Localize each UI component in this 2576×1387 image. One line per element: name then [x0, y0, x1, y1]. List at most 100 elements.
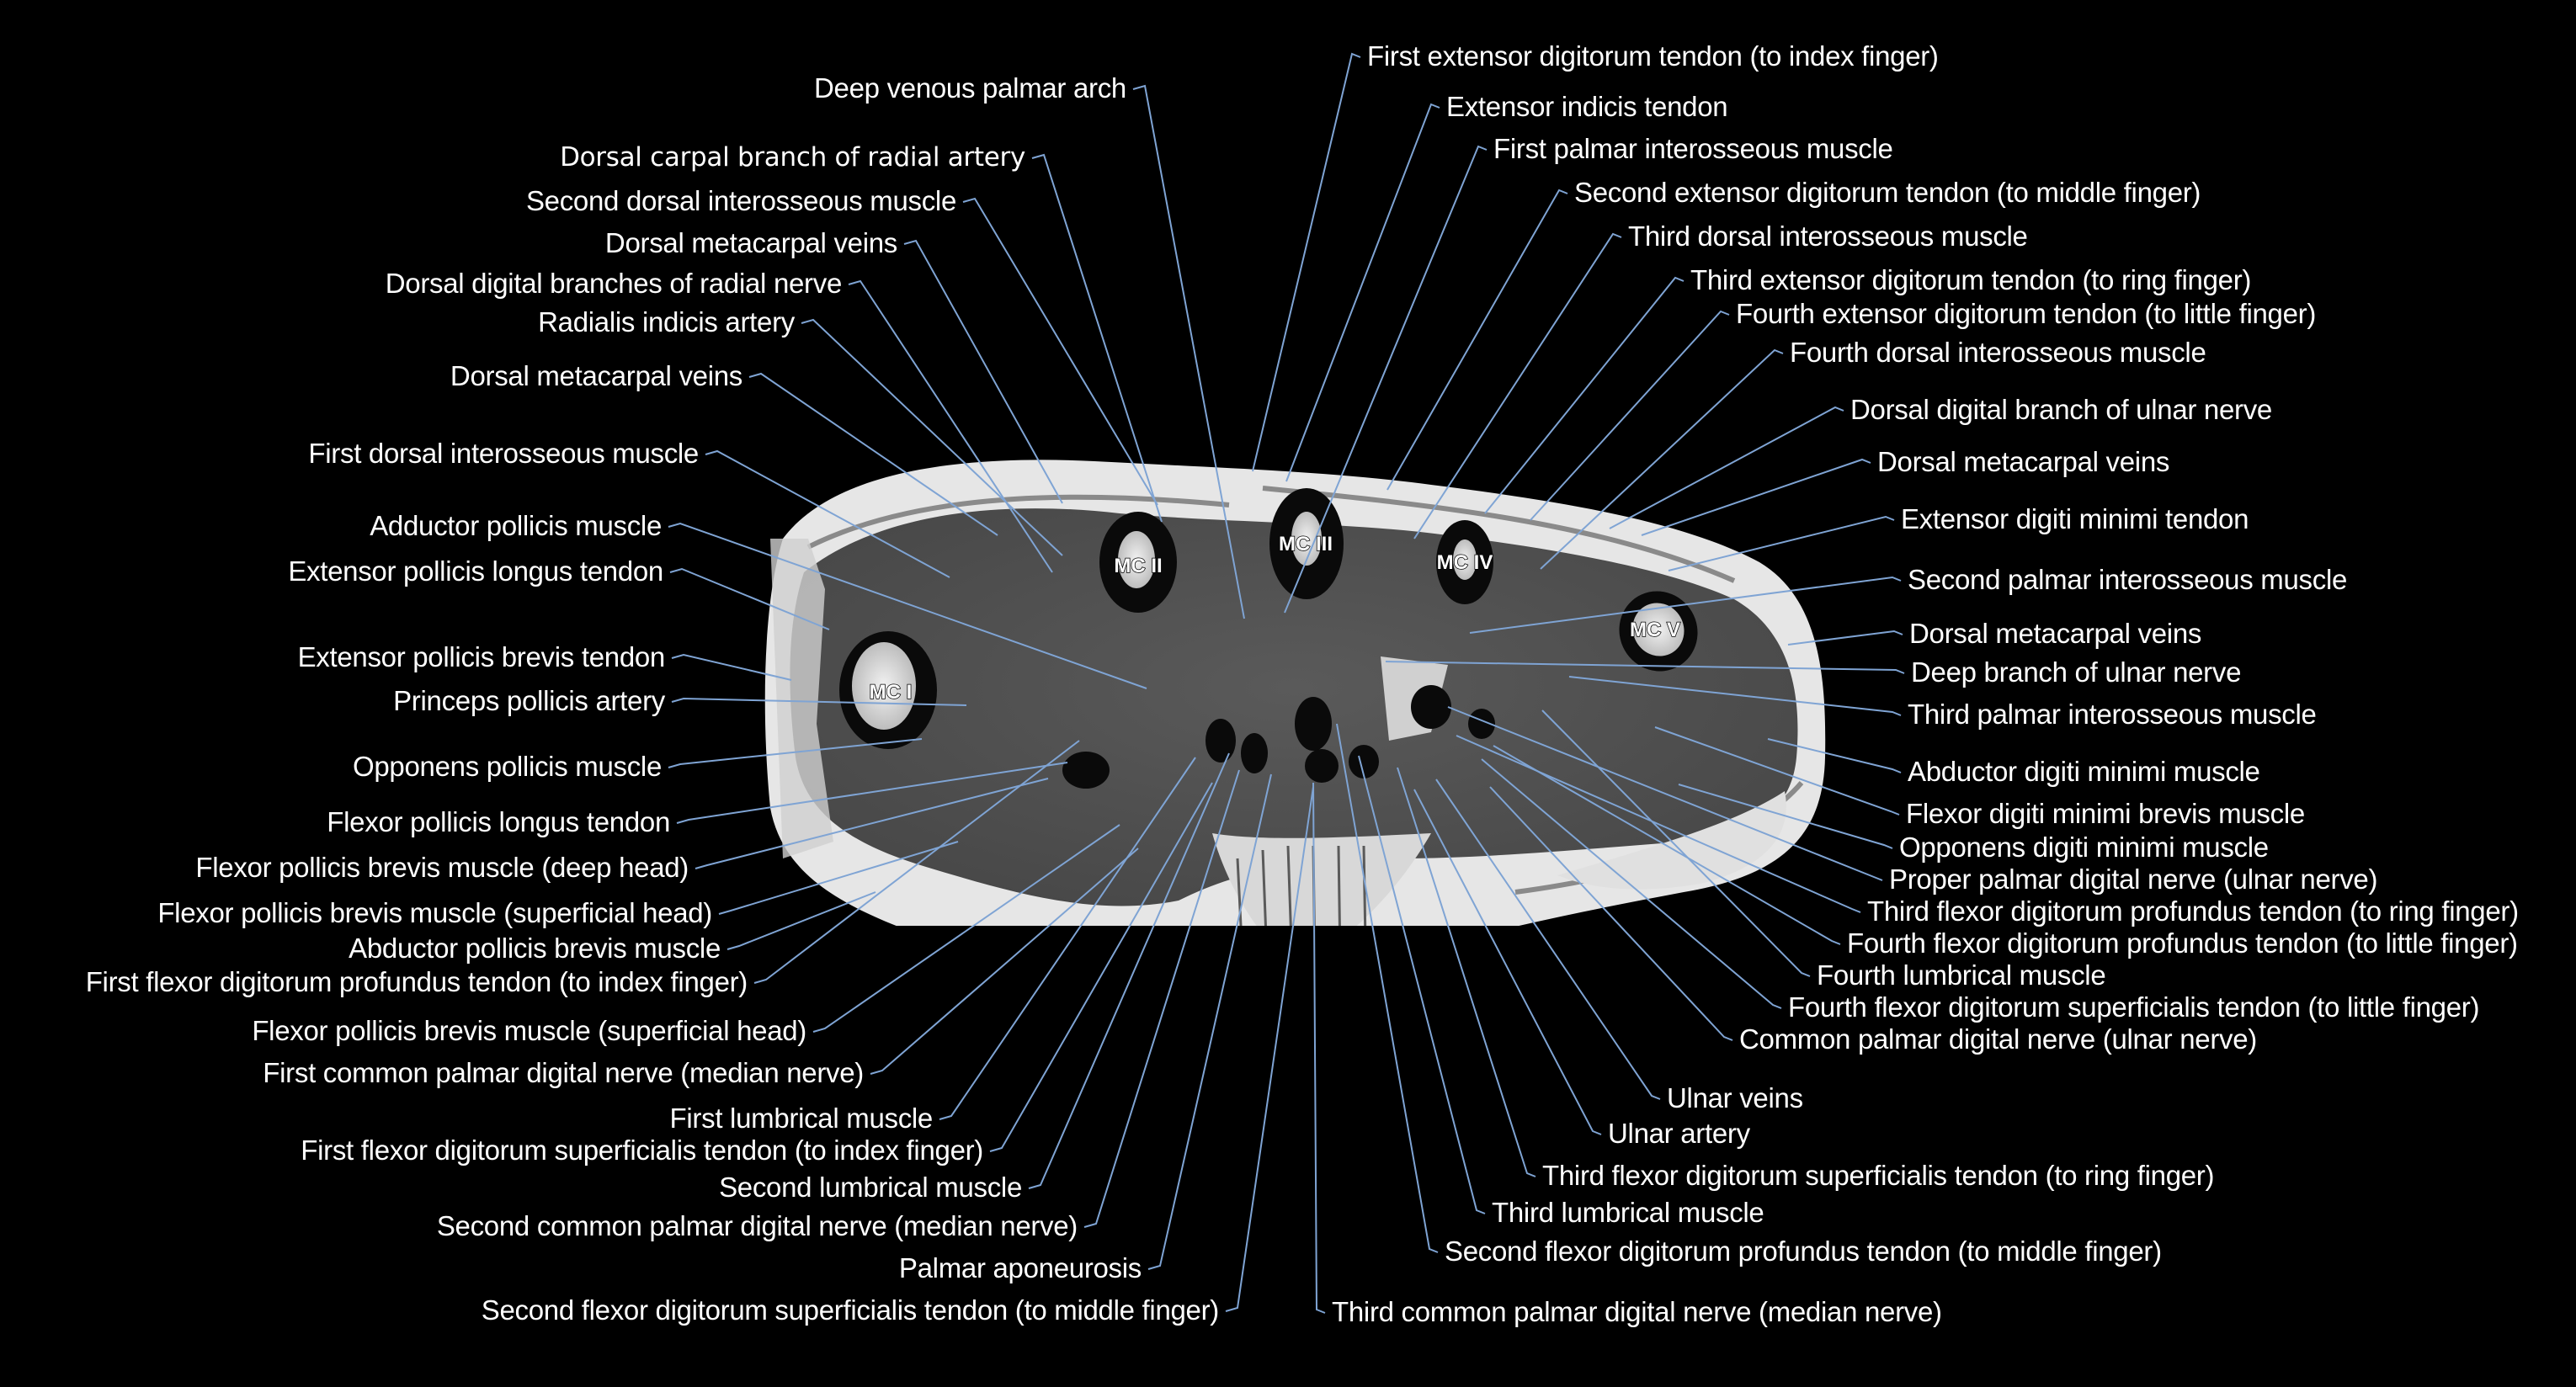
leader-line [705, 449, 950, 578]
label-third-lumbrical-muscle: Third lumbrical muscle [1492, 1197, 1764, 1228]
label-third-flexor-digitorum-superficialis-tendon: Third flexor digitorum superficialis ten… [1542, 1160, 2215, 1191]
label-dorsal-digital-branches-of-radial-nerve: Dorsal digital branches of radial nerve [385, 268, 843, 299]
leader-line [1530, 310, 1730, 521]
label-first-dorsal-interosseous-muscle: First dorsal interosseous muscle [308, 438, 699, 469]
leader-line [903, 239, 1063, 504]
label-abductor-digiti-minimi-muscle: Abductor digiti minimi muscle [1908, 756, 2260, 787]
bone-label-mc-v: MC V [1630, 619, 1680, 641]
label-palmar-aponeurosis: Palmar aponeurosis [898, 1252, 1142, 1283]
leader-line [1284, 145, 1488, 614]
leader-line [671, 653, 792, 681]
leader-line [668, 522, 1147, 689]
leader-line [1654, 726, 1900, 816]
label-dorsal-metacarpal-veins: Dorsal metacarpal veins [1877, 446, 2170, 477]
label-second-dorsal-interosseous-muscle: Second dorsal interosseous muscle [525, 185, 956, 216]
bone-label-mc-iii: MC III [1279, 533, 1333, 555]
label-first-lumbrical-muscle: First lumbrical muscle [669, 1103, 934, 1134]
leader-line [1252, 52, 1361, 472]
leader-line [1641, 458, 1871, 536]
label-flexor-pollicis-brevis-muscle: Flexor pollicis brevis muscle (superfici… [157, 897, 712, 928]
label-third-dorsal-interosseous-muscle: Third dorsal interosseous muscle [1628, 221, 2028, 252]
leader-line [1767, 738, 1902, 773]
leader-line [1678, 784, 1893, 849]
label-third-palmar-interosseous-muscle: Third palmar interosseous muscle [1908, 699, 2317, 730]
leader-line [848, 279, 1053, 573]
leader-line [669, 567, 830, 630]
label-princeps-pollicis-artery: Princeps pollicis artery [393, 685, 665, 716]
leader-line [1285, 103, 1440, 482]
leader-line [1028, 752, 1230, 1189]
label-first-common-palmar-digital-nerve: First common palmar digital nerve (media… [263, 1057, 864, 1088]
leader-line [1668, 515, 1895, 571]
metacarpal-bones [839, 488, 1698, 749]
bone-label-mc-i: MC I [870, 681, 913, 704]
label-proper-palmar-digital-nerve: Proper palmar digital nerve (ulnar nerve… [1889, 864, 2378, 895]
leader-line [801, 318, 1063, 556]
label-third-flexor-digitorum-profundus-tendon: Third flexor digitorum profundus tendon … [1867, 895, 2519, 927]
label-fourth-lumbrical-muscle: Fourth lumbrical muscle [1817, 959, 2106, 991]
leader-line [1336, 723, 1439, 1253]
leader-line [753, 740, 1080, 984]
label-extensor-indicis-tendon: Extensor indicis tendon [1446, 91, 1728, 122]
label-deep-venous-palmar-arch: Deep venous palmar arch [814, 72, 1126, 104]
label-extensor-digiti-minimi-tendon: Extensor digiti minimi tendon [1901, 503, 2249, 534]
bone-label-mc-ii: MC II [1114, 555, 1162, 577]
label-flexor-pollicis-brevis-muscle: Flexor pollicis brevis muscle (deep head… [195, 852, 689, 883]
hand-cross-section [764, 460, 1826, 926]
label-flexor-digiti-minimi-brevis-muscle: Flexor digiti minimi brevis muscle [1906, 798, 2305, 829]
leader-line [1386, 189, 1568, 491]
label-fourth-dorsal-interosseous-muscle: Fourth dorsal interosseous muscle [1790, 337, 2206, 368]
leader-line [1435, 779, 1661, 1100]
label-opponens-pollicis-muscle: Opponens pollicis muscle [353, 751, 662, 782]
label-ulnar-artery: Ulnar artery [1608, 1118, 1750, 1149]
leader-line [1541, 709, 1811, 977]
leader-line [718, 841, 959, 915]
leader-line [726, 891, 876, 950]
leader-line [989, 782, 1213, 1152]
leader-line [962, 197, 1158, 506]
leader-line [1787, 630, 1903, 646]
label-extensor-pollicis-longus-tendon: Extensor pollicis longus tendon [288, 555, 663, 587]
label-opponens-digiti-minimi-muscle: Opponens digiti minimi muscle [1899, 832, 2269, 863]
leader-line [1312, 782, 1326, 1314]
label-second-flexor-digitorum-superficialis-tendon: Second flexor digitorum superficialis te… [481, 1294, 1220, 1326]
leader-line [1358, 755, 1486, 1214]
label-abductor-pollicis-brevis-muscle: Abductor pollicis brevis muscle [349, 933, 721, 964]
flexor-tendons [1062, 685, 1495, 789]
leader-line [1413, 232, 1622, 539]
leader-line [695, 778, 1049, 869]
label-second-palmar-interosseous-muscle: Second palmar interosseous muscle [1908, 564, 2348, 595]
leader-line [1489, 786, 1733, 1041]
label-adductor-pollicis-muscle: Adductor pollicis muscle [370, 510, 662, 541]
leader-line [676, 762, 1068, 824]
label-fourth-extensor-digitorum-tendon: Fourth extensor digitorum tendon (to lit… [1736, 298, 2317, 329]
leader-line [1447, 706, 1883, 881]
label-flexor-pollicis-brevis-muscle: Flexor pollicis brevis muscle (superfici… [252, 1015, 806, 1046]
leader-line [1568, 676, 1902, 716]
label-second-lumbrical-muscle: Second lumbrical muscle [719, 1172, 1022, 1203]
label-third-common-palmar-digital-nerve: Third common palmar digital nerve (media… [1332, 1296, 1942, 1327]
label-common-palmar-digital-nerve: Common palmar digital nerve (ulnar nerve… [1739, 1023, 2257, 1055]
label-first-flexor-digitorum-profundus-tendon: First flexor digitorum profundus tendon … [85, 966, 748, 997]
leader-line [1385, 661, 1905, 674]
label-dorsal-digital-branch-of-ulnar-nerve: Dorsal digital branch of ulnar nerve [1850, 394, 2272, 425]
label-fourth-flexor-digitorum-profundus-tendon: Fourth flexor digitorum profundus tendon… [1847, 927, 2518, 959]
leader-line [1484, 276, 1685, 514]
label-flexor-pollicis-longus-tendon: Flexor pollicis longus tendon [327, 806, 670, 837]
label-first-flexor-digitorum-superficialis-tendon: First flexor digitorum superficialis ten… [301, 1135, 983, 1166]
label-second-flexor-digitorum-profundus-tendon: Second flexor digitorum profundus tendon… [1445, 1236, 2162, 1267]
leader-line [1083, 769, 1240, 1228]
leader-line [870, 848, 1139, 1075]
leader-line [1481, 758, 1782, 1009]
leader-line [1413, 789, 1602, 1135]
leader-line [1225, 786, 1314, 1312]
label-second-extensor-digitorum-tendon: Second extensor digitorum tendon (to mid… [1574, 177, 2201, 208]
label-first-palmar-interosseous-muscle: First palmar interosseous muscle [1493, 133, 1893, 164]
label-dorsal-carpal-branch-of-radial-artery: Dorsal carpal branch of radial artery [560, 142, 1025, 173]
leader-line [1397, 767, 1536, 1177]
leader-line [812, 824, 1120, 1033]
label-second-common-palmar-digital-nerve: Second common palmar digital nerve (medi… [436, 1210, 1078, 1241]
label-ulnar-veins: Ulnar veins [1667, 1082, 1803, 1113]
leader-line [748, 372, 998, 536]
